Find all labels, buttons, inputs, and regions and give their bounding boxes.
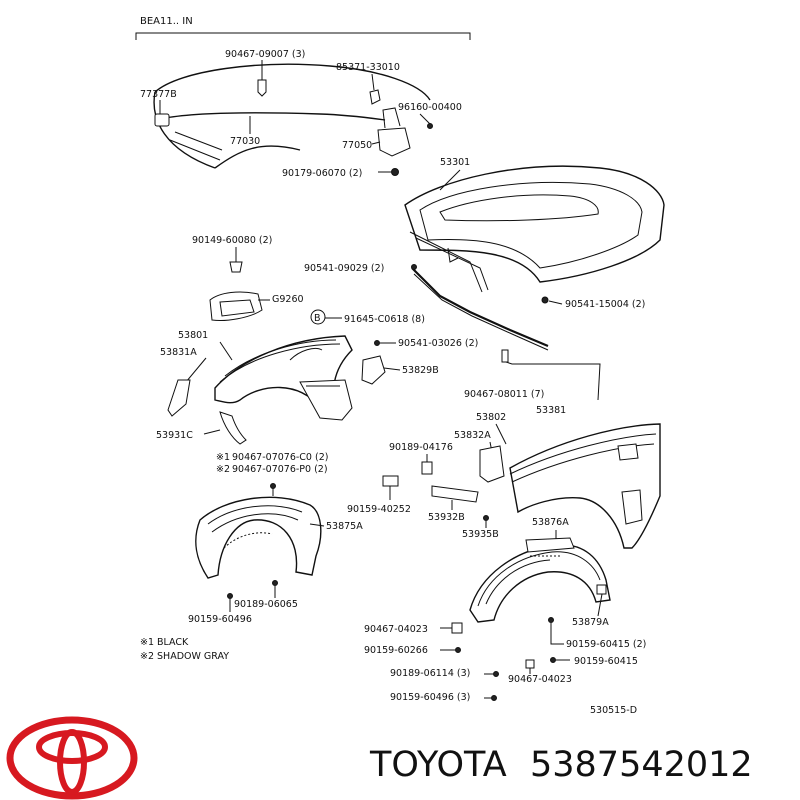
label-53802: 53802: [476, 412, 506, 423]
legend-note1: ※1 BLACK: [140, 637, 189, 648]
release-lever: [154, 113, 170, 127]
diagram-header: BEA11.. IN: [140, 16, 193, 27]
left-fender: [214, 335, 353, 421]
label-90159-40252: 90159-40252: [347, 504, 411, 515]
label-53875A: 53875A: [326, 521, 363, 532]
label-90159-60496: 90159-60496: [188, 614, 252, 625]
label-90149: 90149-60080 (2): [192, 235, 272, 246]
clip-90467-04023b: [525, 659, 535, 669]
hood-lock: [377, 127, 411, 157]
label-90159-60415-2: 90159-60415 (2): [566, 639, 646, 650]
label-53829B: 53829B: [402, 365, 439, 376]
label-53879A: 53879A: [572, 617, 609, 628]
label-53931C: 53931C: [156, 430, 193, 441]
label-53831A: 53831A: [160, 347, 197, 358]
legend-note2: ※2 SHADOW GRAY: [140, 651, 229, 662]
diagram-ref-code: 530515-D: [590, 705, 637, 716]
bracket-53932B: [431, 485, 479, 503]
clip-90467: [257, 79, 267, 97]
clip-96160: [427, 123, 433, 129]
callout-b-circle: [310, 309, 326, 325]
label-53301: 53301: [440, 157, 470, 168]
screw-90159-40252: [382, 475, 399, 487]
screw-90159-60266: [455, 647, 461, 653]
right-fender-liner-53876A: [469, 537, 611, 623]
part-number: 5387542012: [530, 745, 753, 785]
clip-90467-04023a: [451, 622, 463, 634]
note2-code: 90467-07076-P0 (2): [232, 464, 328, 475]
label-90159-60415: 90159-60415: [574, 656, 638, 667]
bracket-53832A: [479, 445, 505, 483]
clip-90189-06065: [272, 580, 278, 586]
label-53832A: 53832A: [454, 430, 491, 441]
label-90467-04023a: 90467-04023: [364, 624, 428, 635]
label-53801: 53801: [178, 330, 208, 341]
bolt-90149: [229, 261, 243, 273]
clip-liner-top: [270, 483, 276, 489]
bolt-90541-03026: [374, 340, 380, 346]
label-91645: 91645-C0618 (8): [344, 314, 425, 325]
bracket-G9260: [209, 291, 263, 321]
bolt-90189-04176: [421, 461, 433, 475]
label-90541-15004: 90541-15004 (2): [565, 299, 645, 310]
callout-b-letter: B: [314, 313, 321, 324]
hood-release-assembly: [153, 63, 433, 176]
label-90467-09007: 90467-09007 (3): [225, 49, 305, 60]
label-G9260: G9260: [272, 294, 304, 305]
note1-mark: ※1: [216, 452, 230, 463]
label-53381: 53381: [536, 405, 566, 416]
note1-code: 90467-07076-C0 (2): [232, 452, 328, 463]
label-77030: 77030: [230, 136, 260, 147]
bolt-90541-09029: [411, 264, 417, 270]
seal-53879A: [596, 584, 607, 595]
screw-90159-60496-3: [491, 695, 497, 701]
label-53932B: 53932B: [428, 512, 465, 523]
clip-90467-08011: [501, 349, 509, 363]
label-90541-09029: 90541-09029 (2): [304, 263, 384, 274]
label-90189-06065: 90189-06065: [234, 599, 298, 610]
label-90467-04023b: 90467-04023: [508, 674, 572, 685]
screw-90159-60496: [227, 593, 233, 599]
label-53935B: 53935B: [462, 529, 499, 540]
right-fender: [509, 423, 661, 549]
label-53876A: 53876A: [532, 517, 569, 528]
clip-90189-06114: [493, 671, 499, 677]
left-fender-liner-53875A: [195, 496, 322, 579]
label-90159-60266: 90159-60266: [364, 645, 428, 656]
label-77050: 77050: [342, 140, 372, 151]
label-90467-08011: 90467-08011 (7): [464, 389, 544, 400]
label-90189-06114: 90189-06114 (3): [390, 668, 470, 679]
label-77377B: 77377B: [140, 89, 177, 100]
cover-53829B: [361, 355, 386, 385]
bracket-53831A: [167, 379, 191, 417]
toyota-logo-icon: [6, 716, 138, 800]
hood-panel: [404, 165, 665, 293]
label-90159-60496-3: 90159-60496 (3): [390, 692, 470, 703]
bolt-90541-15004: [541, 296, 549, 304]
screw-90159-60415-2: [548, 617, 554, 623]
clip-53935B: [483, 515, 489, 521]
label-85371: 85371-33010: [336, 62, 400, 73]
label-90189-04176: 90189-04176: [389, 442, 453, 453]
label-90179: 90179-06070 (2): [282, 168, 362, 179]
hood-seal: [411, 267, 549, 348]
brand-name: TOYOTA: [369, 745, 507, 785]
label-90541-03026: 90541-03026 (2): [398, 338, 478, 349]
header-bracket: [135, 32, 471, 40]
screw-90159-60415: [550, 657, 556, 663]
bumper-85371: [369, 89, 381, 105]
note2-mark: ※2: [216, 464, 230, 475]
seal-53931C: [219, 411, 247, 445]
bolt-90179: [391, 168, 399, 176]
label-96160: 96160-00400: [398, 102, 462, 113]
